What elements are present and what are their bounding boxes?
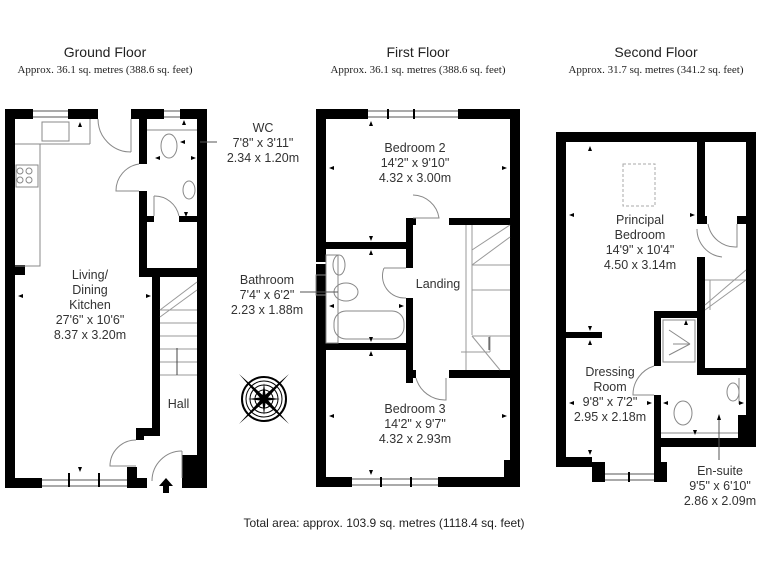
room-name-line: Principal (616, 213, 664, 227)
second-floor-area: Approx. 31.7 sq. metres (341.2 sq. feet) (568, 64, 744, 76)
room-name-line: Dining (72, 283, 108, 297)
room-dimensions-imperial: 27'6" x 10'6" (55, 313, 125, 327)
room-name-line: Landing (415, 277, 461, 291)
room-name-line: Bedroom (614, 228, 666, 242)
room-principal-bedroom: Principal Bedroom 14'9" x 10'4" 4.50 x 3… (590, 213, 690, 273)
room-wc: WC 7'8" x 3'11" 2.34 x 1.20m (218, 121, 308, 166)
room-dimensions-imperial: 14'2" x 9'7" (384, 417, 446, 431)
room-name-line: Kitchen (69, 298, 111, 312)
room-dimensions-imperial: 7'4" x 6'2" (239, 288, 295, 302)
room-dressing-room: Dressing Room 9'8" x 7'2" 2.95 x 2.18m (566, 365, 654, 425)
room-name-line: Bathroom (239, 273, 295, 287)
room-dimensions-imperial: 14'9" x 10'4" (605, 243, 675, 257)
first-floor-area: Approx. 36.1 sq. metres (388.6 sq. feet) (330, 64, 506, 76)
room-dimensions-metric: 2.95 x 2.18m (573, 410, 647, 424)
room-name-line: WC (252, 121, 274, 135)
room-dimensions-metric: 8.37 x 3.20m (53, 328, 127, 342)
room-dimensions-imperial: 9'5" x 6'10" (689, 479, 751, 493)
room-dimensions-metric: 2.86 x 2.09m (683, 494, 757, 508)
room-name-line: Room (593, 380, 627, 394)
room-dimensions-metric: 4.50 x 3.14m (603, 258, 677, 272)
ground-floor-area: Approx. 36.1 sq. metres (388.6 sq. feet) (17, 64, 193, 76)
room-bedroom-2: Bedroom 2 14'2" x 9'10" 4.32 x 3.00m (360, 141, 470, 186)
room-en-suite: En-suite 9'5" x 6'10" 2.86 x 2.09m (675, 464, 765, 509)
room-dimensions-metric: 4.32 x 3.00m (378, 171, 452, 185)
room-dimensions-imperial: 14'2" x 9'10" (380, 156, 450, 170)
room-bedroom-3: Bedroom 3 14'2" x 9'7" 4.32 x 2.93m (360, 402, 470, 447)
room-name-line: En-suite (697, 464, 743, 478)
room-name-line: Hall (167, 397, 190, 411)
room-name-line: Dressing (585, 365, 635, 379)
entrance-arrow-icon (159, 478, 173, 493)
room-name-line: Bedroom 3 (384, 402, 446, 416)
ground-floor-title: Ground Floor (63, 44, 147, 60)
total-area: Total area: approx. 103.9 sq. metres (11… (243, 516, 525, 530)
room-dimensions-metric: 4.32 x 2.93m (378, 432, 452, 446)
room-dimensions-metric: 2.23 x 1.88m (230, 303, 304, 317)
room-dimensions-metric: 2.34 x 1.20m (226, 151, 300, 165)
compass-rose-icon (239, 374, 289, 424)
second-floor-title: Second Floor (614, 44, 698, 60)
room-dimensions-imperial: 7'8" x 3'11" (232, 136, 294, 150)
room-bathroom: Bathroom 7'4" x 6'2" 2.23 x 1.88m (222, 273, 312, 318)
room-name-line: Living/ (71, 268, 109, 282)
room-dimensions-imperial: 9'8" x 7'2" (582, 395, 638, 409)
first-floor-title: First Floor (386, 44, 450, 60)
room-name-line: Bedroom 2 (384, 141, 446, 155)
room-hall: Hall (160, 397, 197, 412)
room-landing: Landing (410, 277, 466, 292)
room-living-dining-kitchen: Living/ Dining Kitchen 27'6" x 10'6" 8.3… (40, 268, 140, 343)
